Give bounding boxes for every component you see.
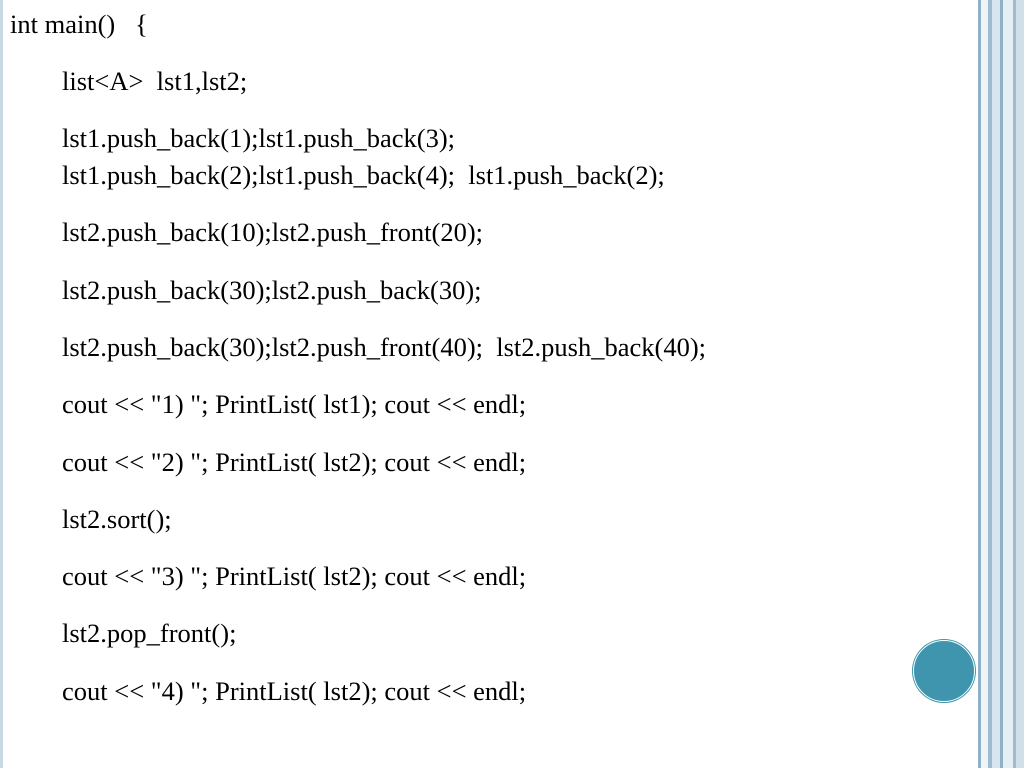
frame-stripe — [1003, 0, 1013, 768]
code-line-print-2: cout << "2) "; PrintList( lst2); cout <<… — [62, 447, 527, 477]
code-line-declaration: list<A> lst1,lst2; — [62, 66, 248, 96]
frame-stripe — [1000, 0, 1003, 768]
frame-stripe — [981, 0, 988, 768]
code-line-print-1: cout << "1) "; PrintList( lst1); cout <<… — [62, 389, 527, 419]
code-line-pop-front: lst2.pop_front(); — [62, 618, 237, 648]
code-line-lst2-push-c: lst2.push_back(30);lst2.push_front(40); … — [62, 332, 707, 362]
code-line-sort: lst2.sort(); — [62, 504, 172, 534]
code-line-print-4: cout << "4) "; PrintList( lst2); cout <<… — [62, 676, 527, 706]
frame-stripe — [978, 0, 981, 768]
frame-stripe — [988, 0, 992, 768]
frame-stripe — [1016, 0, 1024, 768]
right-decorative-frame — [978, 0, 1024, 768]
accent-circle — [913, 640, 975, 702]
code-line-lst1-push-a: lst1.push_back(1);lst1.push_back(3); — [62, 123, 456, 153]
left-border — [0, 0, 3, 768]
frame-stripe — [1013, 0, 1016, 768]
frame-stripe — [992, 0, 1000, 768]
code-line-main: int main() { — [10, 9, 148, 39]
code-line-lst2-push-b: lst2.push_back(30);lst2.push_back(30); — [62, 275, 482, 305]
code-line-lst1-push-b: lst1.push_back(2);lst1.push_back(4); lst… — [62, 160, 665, 190]
code-listing: int main() { list<A> lst1,lst2; lst1.pus… — [10, 9, 707, 706]
code-line-lst2-push-a: lst2.push_back(10);lst2.push_front(20); — [62, 217, 484, 247]
code-line-print-3: cout << "3) "; PrintList( lst2); cout <<… — [62, 561, 527, 591]
